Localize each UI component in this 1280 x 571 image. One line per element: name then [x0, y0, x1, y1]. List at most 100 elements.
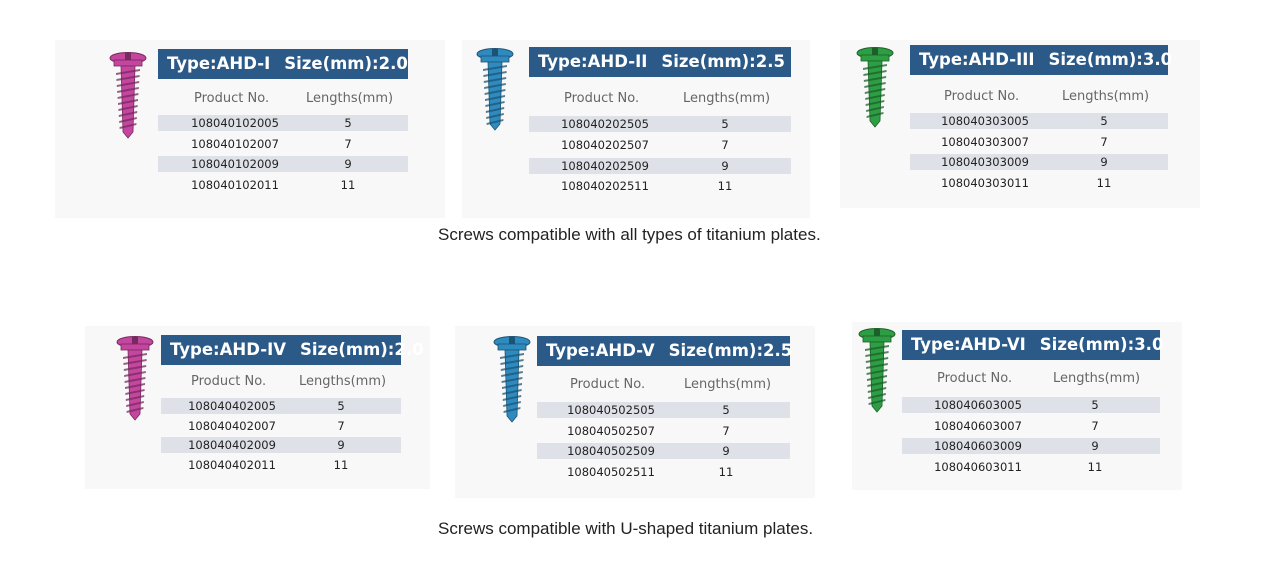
screw-image: [492, 336, 532, 433]
product-number: 108040303009: [941, 155, 1029, 170]
column-header-length: Lengths(mm): [683, 91, 771, 106]
column-header-product: Product No.: [191, 374, 267, 389]
length-value: 9: [1100, 155, 1108, 170]
screw-image: [115, 336, 155, 431]
length-value: 11: [717, 179, 733, 194]
table-row: 108040202505 5: [529, 116, 791, 132]
product-number: 108040502511: [567, 464, 655, 479]
table-row: 108040402005 5: [161, 398, 401, 414]
screw-image: [855, 47, 895, 138]
length-value: 5: [1091, 398, 1099, 412]
screw-icon: [493, 336, 531, 423]
size-label: Size(mm):3.0: [1039, 335, 1164, 354]
type-label: Type:AHD-VI: [911, 335, 1026, 354]
size-label: Size(mm):3.0: [1048, 50, 1173, 69]
product-number: 108040303005: [941, 114, 1029, 128]
product-number: 108040402009: [188, 438, 276, 452]
length-value: 7: [1100, 134, 1108, 149]
group-caption: Screws compatible with U-shaped titanium…: [438, 519, 814, 538]
type-label: Type:AHD-I: [167, 54, 271, 73]
table-row: 108040502509 9: [537, 443, 790, 459]
product-number: 108040402005: [188, 399, 276, 413]
table-row: 108040102005 5: [158, 115, 408, 131]
length-value: 5: [337, 399, 345, 413]
product-number: 108040102011: [191, 177, 279, 192]
size-label: Size(mm):2.5: [661, 52, 786, 71]
product-number: 108040502509: [567, 444, 655, 458]
column-header-length: Lengths(mm): [306, 91, 394, 106]
length-value: 9: [1091, 439, 1099, 453]
table-row: 108040202509 9: [529, 157, 791, 174]
product-number: 108040402011: [188, 457, 276, 472]
length-value: 7: [344, 136, 352, 151]
screw-image: [857, 328, 897, 423]
type-size-header: Type:AHD-VI Size(mm):3.0: [902, 330, 1163, 360]
type-label: Type:AHD-II: [538, 52, 648, 71]
column-header-product: Product No.: [194, 91, 270, 106]
length-value: 5: [344, 116, 352, 130]
product-number: 108040502505: [567, 403, 655, 417]
product-number: 108040202507: [561, 137, 649, 152]
product-number: 108040402007: [188, 418, 276, 433]
length-value: 9: [721, 158, 729, 173]
screw-image: [475, 48, 515, 141]
length-value: 7: [337, 418, 345, 433]
length-value: 9: [722, 444, 730, 458]
column-header-product: Product No.: [944, 89, 1020, 104]
table-row: 108040102009 9: [158, 156, 408, 172]
product-number: 108040102009: [191, 157, 279, 171]
length-value: 5: [1100, 114, 1108, 128]
product-number: 108040303011: [941, 175, 1029, 190]
product-number: 108040303007: [941, 134, 1029, 149]
group-caption: Screws compatible with all types of tita…: [438, 225, 821, 244]
length-value: 5: [722, 403, 730, 417]
product-number: 108040202509: [561, 158, 649, 173]
product-number: 108040502507: [567, 423, 655, 438]
table-row: 108040202507 7: [529, 137, 791, 153]
table-row: 108040603005 5: [902, 397, 1160, 413]
length-value: 11: [718, 464, 734, 479]
product-number: 108040202505: [561, 117, 649, 131]
table-row: 108040502511 11: [537, 464, 790, 480]
screw-icon: [858, 328, 896, 413]
table-row: 108040303005 5: [910, 113, 1168, 129]
length-value: 11: [340, 177, 356, 192]
product-number: 108040603007: [934, 418, 1022, 433]
product-number: 108040102005: [191, 116, 279, 130]
length-value: 9: [344, 157, 352, 171]
table-row: 108040202511 11: [529, 178, 791, 194]
type-size-header: Type:AHD-II Size(mm):2.5: [529, 47, 791, 77]
table-row: 108040502505 5: [537, 402, 790, 418]
column-header-product: Product No.: [564, 91, 640, 106]
screw-icon: [116, 336, 154, 421]
column-header-length: Lengths(mm): [1062, 89, 1150, 104]
table-row: 108040303007 7: [910, 134, 1168, 150]
column-header-length: Lengths(mm): [684, 377, 772, 392]
type-label: Type:AHD-V: [546, 341, 655, 360]
type-label: Type:AHD-IV: [170, 340, 286, 359]
screw-icon: [109, 52, 147, 139]
size-label: Size(mm):2.0: [284, 54, 408, 73]
table-row: 108040303009 9: [910, 154, 1168, 171]
column-header-product: Product No.: [937, 371, 1013, 386]
screw-icon: [856, 47, 894, 128]
screw-image: [108, 52, 148, 149]
column-header-length: Lengths(mm): [1053, 371, 1141, 386]
product-number: 108040202511: [561, 179, 649, 194]
length-value: 5: [721, 117, 729, 131]
table-row: 108040402007 7: [161, 418, 401, 434]
product-number: 108040603005: [934, 398, 1022, 412]
product-number: 108040603011: [934, 459, 1022, 474]
length-value: 7: [721, 137, 729, 152]
length-value: 9: [337, 438, 345, 452]
